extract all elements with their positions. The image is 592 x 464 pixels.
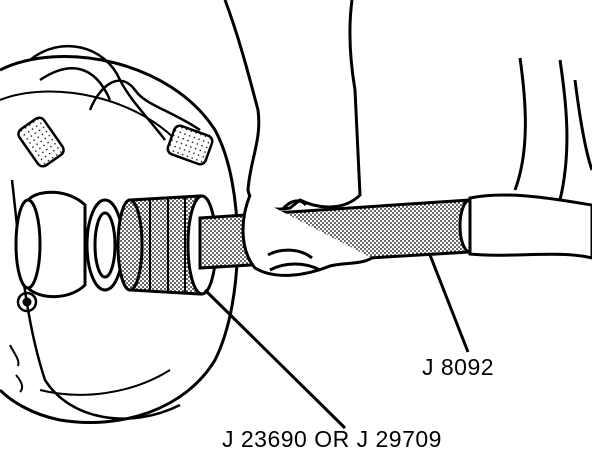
right-arm-sleeve — [513, 57, 592, 201]
leader-j8092 — [428, 254, 470, 353]
leader-j23690 — [203, 288, 347, 430]
callout-leaders — [203, 254, 470, 430]
label-j23690-or-j29709: J 23690 OR J 29709 — [222, 426, 442, 452]
brake-cables — [17, 45, 214, 168]
label-j8092: J 8092 — [422, 354, 495, 380]
hand-illustration — [223, 0, 373, 277]
axle-boot — [14, 190, 125, 299]
